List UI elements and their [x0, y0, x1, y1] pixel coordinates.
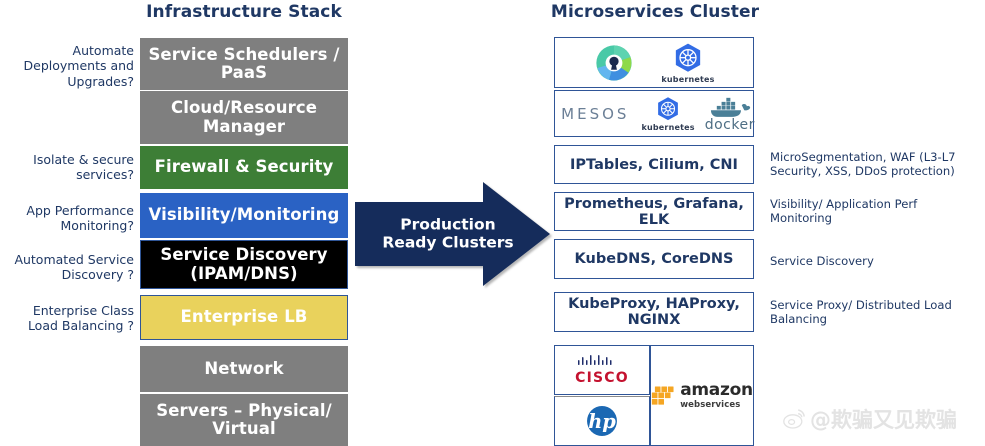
svg-text:hp: hp [588, 410, 616, 433]
note-proxy-tools: Service Proxy/ Distributed Load Balancin… [770, 298, 952, 327]
note-dns-tools: Service Discovery [770, 254, 874, 268]
stack-layer-network[interactable]: Network [140, 346, 348, 392]
cisco-bars-icon [578, 355, 612, 365]
left-title-text: Infrastructure Stack [146, 2, 342, 22]
watermark-text: @欺骗又见欺骗 [810, 408, 957, 432]
docker-label: docker [704, 116, 755, 133]
arrow-shape [355, 182, 550, 286]
production-ready-clusters-arrow: Production Ready Clusters [355, 182, 550, 286]
aws-boxes-icon [652, 385, 674, 405]
page-title-microservices-cluster: Microservices Cluster [540, 2, 770, 22]
stack-layer-service-discovery[interactable]: Service Discovery (IPAM/DNS) [140, 240, 348, 289]
question-automate-deployments: Automate Deployments and Upgrades? [23, 43, 134, 89]
cluster-row-vendor-aws[interactable]: amazon webservices [650, 345, 754, 446]
question-isolate-secure-services: Isolate & secure services? [33, 152, 134, 183]
watermark: @欺骗又见欺骗 [782, 404, 957, 434]
stack-layer-enterprise-lb[interactable]: Enterprise LB [140, 295, 348, 340]
docker-logo [710, 97, 750, 117]
kubernetes-label: kubernetes [661, 74, 715, 84]
logo-group-orchestration: MESOS kubernetes [555, 91, 755, 136]
note-monitoring-tools: Visibility/ Application Perf Monitoring [770, 197, 918, 226]
stack-layer-servers[interactable]: Servers – Physical/ Virtual [140, 394, 348, 446]
question-app-performance-monitoring: App Performance Monitoring? [26, 203, 134, 234]
hp-logo: hp [587, 406, 617, 436]
note-security-tools: MicroSegmentation, WAF (L3-L7 Security, … [770, 150, 956, 179]
mesos-label: MESOS [561, 104, 630, 123]
cluster-row-vendor-hp[interactable]: hp [554, 396, 650, 446]
logo-group-hp: hp [555, 397, 649, 445]
kubernetes-label: kubernetes [641, 122, 695, 132]
cisco-label: CISCO [575, 370, 629, 386]
cluster-row-orchestration-logos[interactable]: MESOS kubernetes [554, 90, 754, 137]
kubernetes-logo [658, 96, 678, 120]
cluster-row-proxy-tools[interactable]: KubeProxy, HAProxy, NGINX [554, 292, 754, 332]
kubernetes-logo [675, 43, 701, 72]
stack-layer-service-schedulers[interactable]: Service Schedulers / PaaS [140, 38, 348, 90]
cluster-row-vendor-cisco[interactable]: CISCO [554, 345, 650, 395]
kubernetes-logo-unit-2: kubernetes [641, 96, 695, 132]
question-enterprise-class-load-balancing: Enterprise Class Load Balancing ? [27, 303, 134, 334]
aws-webservices-label: webservices [680, 399, 741, 410]
openshift-donut-logo [596, 44, 633, 81]
stack-layer-firewall-security[interactable]: Firewall & Security [140, 146, 348, 189]
logo-group-schedulers: kubernetes [555, 38, 753, 87]
weibo-logo-icon [783, 409, 805, 429]
docker-logo-unit: docker [705, 95, 755, 133]
logo-group-cisco: CISCO [555, 346, 649, 394]
cluster-row-schedulers-logos[interactable]: kubernetes [554, 37, 754, 88]
question-automated-service-discovery: Automated Service Discovery ? [14, 252, 134, 283]
kubernetes-logo-unit: kubernetes [661, 42, 714, 84]
cluster-row-dns-tools[interactable]: KubeDNS, CoreDNS [554, 239, 754, 279]
stack-layer-visibility-monitoring[interactable]: Visibility/Monitoring [140, 193, 348, 238]
aws-amazon-label: amazon [680, 379, 753, 400]
cluster-row-monitoring-tools[interactable]: Prometheus, Grafana, ELK [554, 192, 754, 231]
right-title-text: Microservices Cluster [550, 2, 760, 22]
logo-group-aws: amazon webservices [651, 346, 753, 445]
stack-layer-cloud-resource-manager[interactable]: Cloud/Resource Manager [140, 91, 348, 144]
page-title-infrastructure-stack: Infrastructure Stack [140, 2, 348, 22]
cluster-row-security-tools[interactable]: IPTables, Cilium, CNI [554, 145, 754, 184]
